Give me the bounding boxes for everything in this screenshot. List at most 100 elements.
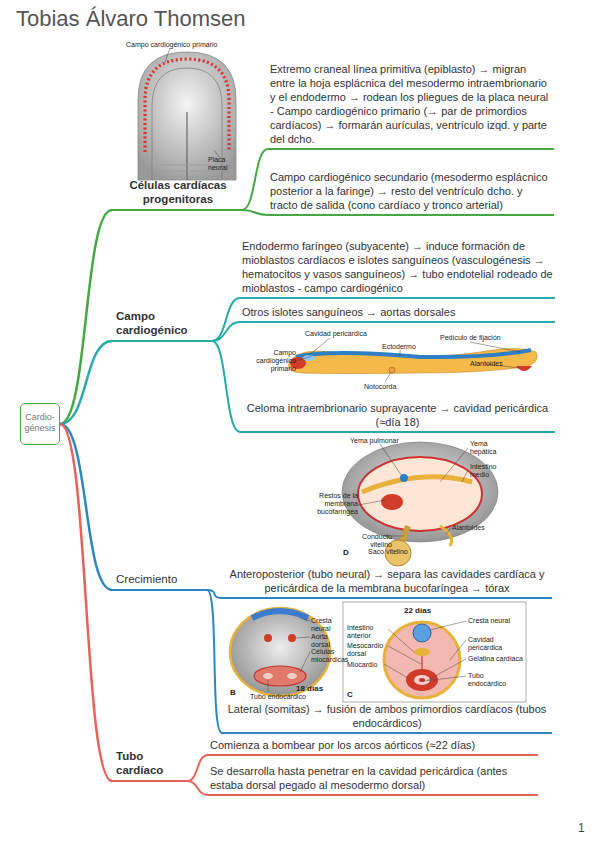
- topic-note: Celoma intraembrionario suprayacente → c…: [240, 401, 555, 433]
- topic-note: Lateral (somitas) → fusión de ambos prim…: [222, 702, 552, 734]
- branch-connector: [60, 341, 112, 424]
- embryo-body: [384, 622, 460, 698]
- endocardial-tube: [419, 678, 425, 682]
- neural-plate-fold: [152, 68, 222, 180]
- figure-label: 18 días: [296, 684, 336, 693]
- figure-label: 22 días: [404, 606, 444, 615]
- branch-label: Crecimiento: [112, 572, 207, 591]
- node-text: Tubo cardíaco: [116, 749, 185, 777]
- figure-label: Mesocardio dorsal: [347, 642, 387, 658]
- endocardial-tube: [263, 673, 273, 679]
- heart-tube: [381, 494, 403, 510]
- topic-note: Anteroposterior (tubo neural) → separa l…: [222, 567, 552, 599]
- figure-frame: [343, 602, 526, 702]
- figure-label: Miocardio: [347, 661, 387, 669]
- figure-label: Cavidad pericárdica: [468, 636, 523, 652]
- node-text: Extremo craneal línea primitiva (epiblas…: [270, 62, 552, 146]
- branch-connector: [187, 781, 208, 795]
- allantois: [516, 366, 532, 371]
- gut-tube: [362, 477, 472, 492]
- figure-label: Alantoides: [470, 360, 520, 368]
- branch-label: Campo cardiogénico: [112, 309, 212, 342]
- neural-fold: [252, 611, 308, 618]
- ectoderm-layer: [296, 350, 531, 357]
- leader-line: [294, 338, 520, 382]
- cardiogenic-field-dots: [145, 59, 229, 152]
- vitelline-duct: [402, 526, 408, 542]
- figure-label: Ectodermo: [382, 343, 432, 351]
- topic-note: Otros islotes sanguíneos → aortas dorsal…: [240, 305, 555, 323]
- figure-label: Intestino anterior: [347, 624, 387, 640]
- embryo-sagittal-section: [288, 338, 537, 382]
- somite-lines: [160, 165, 214, 177]
- figure-label: Saco vitelino: [368, 548, 423, 556]
- figure-label: C: [347, 690, 357, 699]
- topic-note: Campo cardiogénico secundario (mesodermo…: [268, 170, 554, 216]
- leader-line: [384, 621, 466, 681]
- figure-label: Pedículo de fijación: [440, 334, 530, 342]
- figure-label: Intestino medio: [470, 463, 502, 479]
- leader-line: [165, 48, 220, 158]
- node-text: Endodermo faríngeo (subyacente) → induce…: [242, 239, 553, 295]
- branch-connector: [212, 298, 240, 341]
- figure-label: Células miocárdicas: [311, 648, 353, 664]
- figure-label: Alantoides: [452, 524, 502, 532]
- myocardial-cells: [254, 666, 306, 686]
- pericardial-cavity: [303, 355, 315, 361]
- figure-label: Cresta neural: [468, 617, 523, 625]
- embryo-transverse-22: [343, 602, 526, 702]
- neural-tube: [413, 624, 431, 642]
- branch-connector: [60, 424, 112, 781]
- topic-note: Comienza a bombear por los arcos aórtico…: [208, 738, 538, 756]
- branch-connector: [242, 149, 268, 210]
- node-text: Células cardíacas progenitoras: [116, 178, 240, 206]
- figure-label: Yema hepática: [470, 440, 502, 456]
- pericardial-wall: [358, 457, 482, 531]
- node-text: Se desarrolla hasta penetrar en la cavid…: [210, 764, 536, 792]
- figure-label: Cavidad pericárdica: [305, 330, 385, 338]
- figure-label: Campo cardiogénico primario: [126, 41, 256, 49]
- figure-label: Placa neural: [208, 156, 238, 172]
- dorsal-aorta: [264, 634, 272, 642]
- embryo-folded-section: [342, 442, 498, 566]
- topic-note: Extremo craneal línea primitiva (epiblas…: [268, 62, 554, 150]
- branch-connector: [242, 210, 268, 215]
- page-number: 1: [578, 822, 592, 835]
- cardiac-jelly: [414, 675, 430, 685]
- page-title: Tobias Álvaro Thomsen: [16, 6, 246, 32]
- branch-connector: [212, 322, 240, 341]
- node-text: Campo cardiogénico: [116, 309, 210, 337]
- root-box: Cardio- génesis: [20, 403, 60, 445]
- dorsal-mesocardium: [421, 656, 422, 670]
- figure-label: Campo cardiogénico primario: [248, 349, 296, 373]
- figure-label: Aorta dorsal: [311, 633, 341, 649]
- node-text: Celoma intraembrionario suprayacente → c…: [242, 401, 553, 429]
- leader-line: [268, 618, 310, 692]
- figure-label: Yema pulmonar: [350, 437, 410, 445]
- node-text: Lateral (somitas) → fusión de ambos prim…: [224, 702, 550, 730]
- branch-label: Células cardíacas progenitoras: [112, 178, 242, 211]
- figure-label: Tubo endocárdico: [468, 672, 523, 688]
- figure-label: D: [343, 548, 353, 557]
- leader-line: [358, 444, 468, 536]
- topic-note: Se desarrolla hasta penetrar en la cavid…: [208, 764, 538, 796]
- branch-connector: [187, 755, 208, 781]
- branch-connector: [60, 210, 112, 424]
- figure-label: Notocorda: [364, 383, 414, 391]
- foregut: [414, 648, 430, 656]
- figure-label: Gelatina cardíaca: [468, 655, 523, 663]
- node-text: Comienza a bombear por los arcos aórtico…: [210, 738, 536, 752]
- figure-label: Conducto vitelino: [352, 533, 392, 549]
- figure-label: B: [230, 688, 240, 697]
- figure-label: Restos de la membrana bucofaríngea: [308, 492, 358, 516]
- embryonic-disc: [288, 349, 537, 374]
- branch-label: Tubo cardíaco: [112, 749, 187, 782]
- branch-connector: [60, 424, 112, 590]
- node-text: Cardio- génesis: [23, 412, 57, 434]
- figure-label: Cresta neural: [311, 617, 341, 633]
- branch-connector: [207, 590, 222, 733]
- node-text: Anteroposterior (tubo neural) → separa l…: [224, 567, 550, 595]
- figure-label: Tubo endocárdico: [250, 693, 320, 701]
- dorsal-aorta: [288, 634, 296, 642]
- endocardial-tube: [287, 673, 297, 679]
